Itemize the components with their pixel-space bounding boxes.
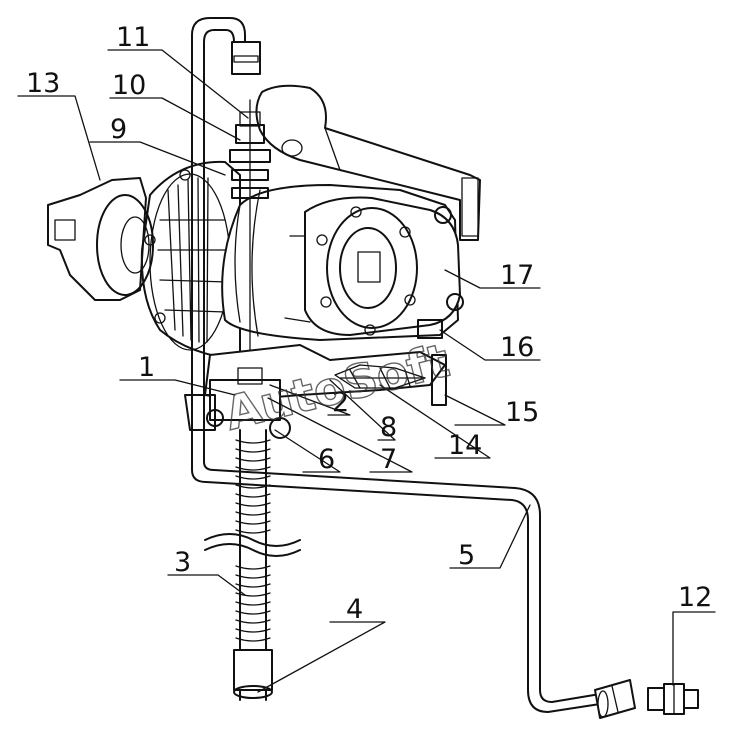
pipe-5: [191, 429, 636, 719]
callout-15: 15: [505, 397, 539, 428]
hose-corrugation: [235, 493, 271, 498]
callout-13: 13: [26, 68, 60, 99]
hose-corrugation: [235, 439, 271, 444]
hose-corrugation: [235, 592, 271, 597]
hose-corrugation: [235, 628, 271, 633]
hose-corrugation: [235, 466, 271, 471]
callout-14: 14: [448, 430, 482, 461]
hose-corrugation: [235, 457, 271, 462]
callout-labels: 11 10 9 13 17 16 1 2 8 15 14 7 6 5 3 4 1…: [26, 22, 712, 625]
hose-corrugation: [235, 520, 271, 525]
callout-9: 9: [110, 114, 127, 145]
callout-3: 3: [174, 547, 191, 578]
hose-corrugation: [235, 502, 271, 507]
callout-2: 2: [332, 387, 349, 418]
hose-corrugation: [235, 511, 271, 516]
hose-corrugation: [235, 637, 271, 642]
hose-corrugation: [235, 475, 271, 480]
fitting-12: [647, 683, 699, 715]
leader-lines: [17, 49, 716, 693]
callout-12: 12: [678, 582, 712, 613]
return-pipe: [191, 17, 261, 431]
hose-corrugation: [235, 448, 271, 453]
callout-17: 17: [500, 260, 534, 291]
hose-corrugation: [235, 610, 271, 615]
lower-clamp-1: [184, 367, 291, 439]
bracket-13: [47, 177, 154, 301]
hose-corrugation: [235, 574, 271, 579]
callout-11: 11: [116, 22, 150, 53]
callout-6: 6: [318, 444, 335, 475]
flange-17: [304, 196, 464, 336]
hose-3: [204, 429, 301, 701]
callout-1: 1: [138, 352, 155, 383]
top-pipe-assembly: [255, 84, 481, 241]
callout-7: 7: [380, 444, 397, 475]
hose-corrugation: [235, 601, 271, 606]
hose-corrugation: [235, 529, 271, 534]
hose-corrugation: [235, 619, 271, 624]
hose-corrugation: [235, 583, 271, 588]
hose-corrugation: [235, 484, 271, 489]
callout-16: 16: [500, 332, 534, 363]
callout-8: 8: [380, 412, 397, 443]
callout-4: 4: [346, 594, 363, 625]
callout-10: 10: [112, 70, 146, 101]
callout-5: 5: [458, 540, 475, 571]
hose-corrugation: [235, 565, 271, 570]
